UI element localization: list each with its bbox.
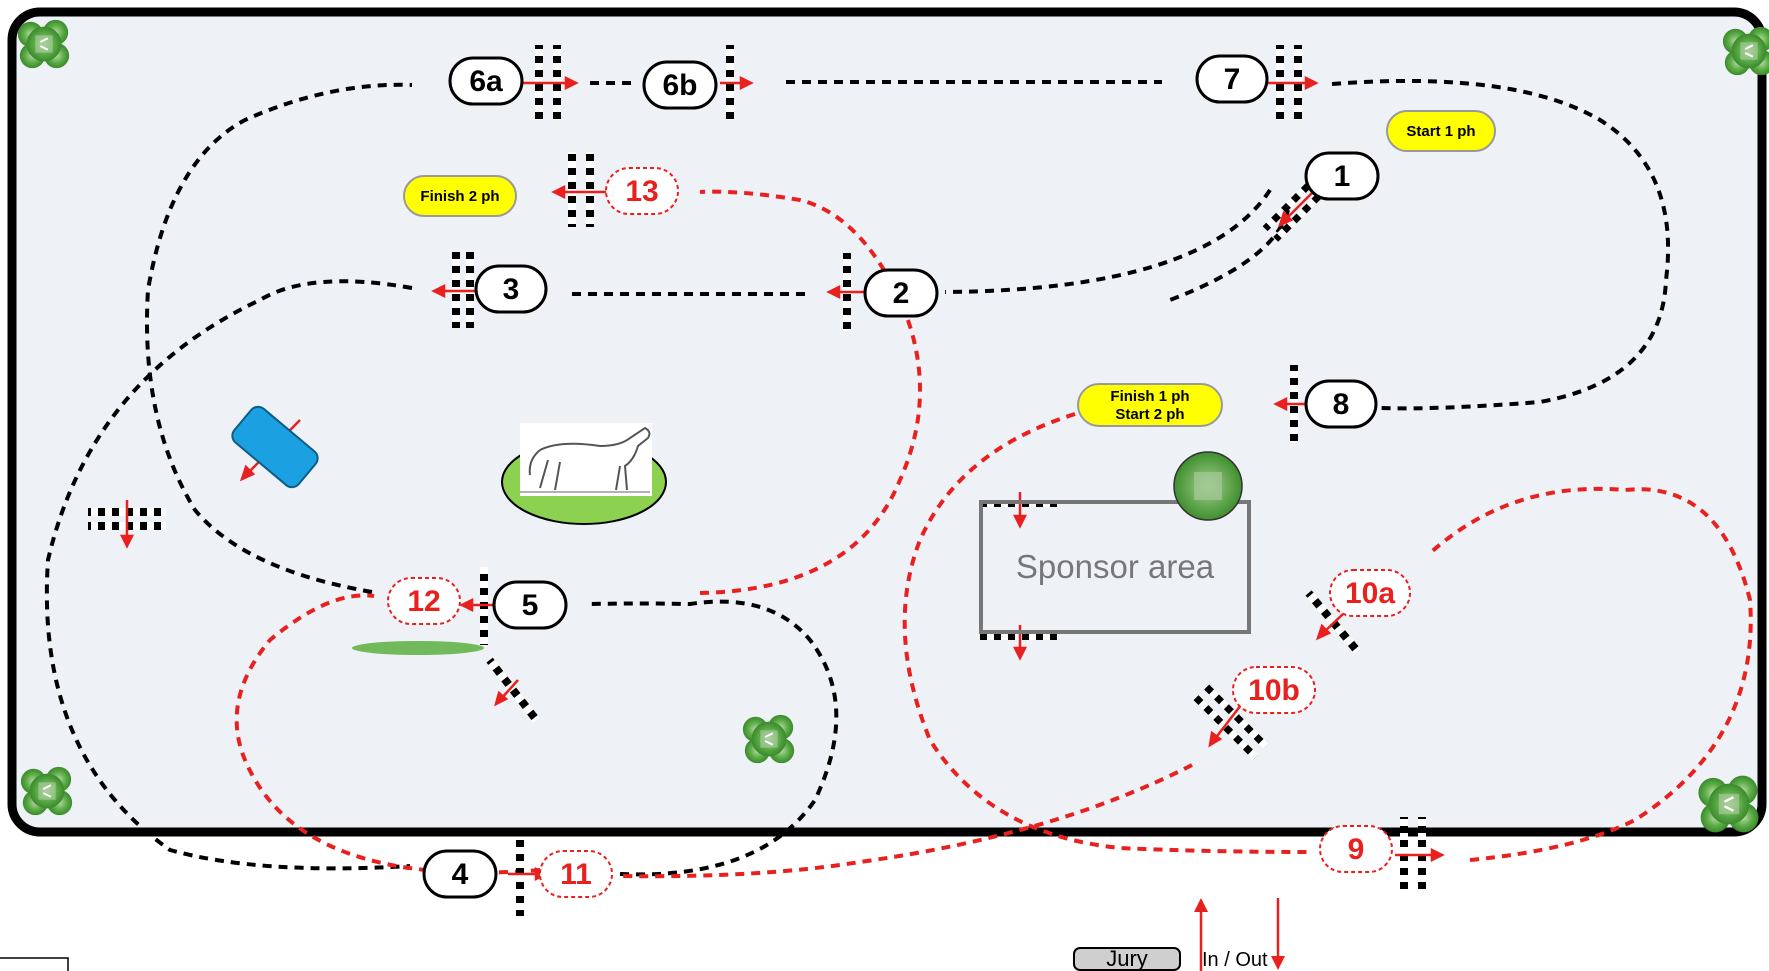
tree-icon (1721, 25, 1769, 77)
jump-6b: 6b (642, 60, 718, 110)
svg-text:3: 3 (503, 273, 520, 306)
svg-text:10a: 10a (1345, 577, 1395, 610)
jump-2: 2 (863, 268, 939, 318)
jump-6a: 6a (448, 56, 524, 106)
jump-13: 13 (605, 167, 679, 215)
corner-box (0, 957, 69, 971)
phase2-path (234, 189, 1753, 879)
start-1-label: Start 1 ph (1386, 110, 1496, 152)
jump-9: 9 (1319, 825, 1393, 873)
svg-text:2: 2 (893, 277, 910, 310)
jump-5: 5 (492, 580, 568, 630)
phase-labels: Start 1 ph Finish 2 ph Finish 1 ph Start… (403, 110, 1496, 427)
in-out-label: In / Out (1202, 949, 1268, 971)
svg-text:9: 9 (1348, 833, 1365, 866)
svg-text:13: 13 (625, 175, 658, 208)
svg-text:Finish 1 ph: Finish 1 ph (1110, 388, 1189, 405)
svg-text:1: 1 (1334, 160, 1351, 193)
finish-1-start-2-label: Finish 1 ph Start 2 ph (1077, 383, 1223, 427)
svg-text:6b: 6b (662, 69, 697, 102)
svg-text:12: 12 (407, 585, 440, 618)
liverpool-icon (352, 641, 484, 655)
jump-10a: 10a (1329, 569, 1411, 617)
svg-text:10b: 10b (1248, 674, 1300, 707)
phase1-path (44, 78, 1671, 877)
jump-12: 12 (387, 577, 461, 625)
jump-4: 4 (422, 849, 498, 899)
jump-1: 1 (1304, 151, 1380, 201)
svg-text:8: 8 (1333, 388, 1350, 421)
jump-11: 11 (539, 850, 613, 898)
jury-label: Jury (1106, 946, 1148, 971)
svg-text:Start 1 ph: Start 1 ph (1406, 123, 1475, 140)
svg-text:5: 5 (522, 589, 539, 622)
finish-2-label: Finish 2 ph (403, 175, 517, 217)
svg-text:4: 4 (452, 858, 469, 891)
sponsor-area-label: Sponsor area (1016, 548, 1215, 585)
svg-text:Start 2 ph: Start 2 ph (1115, 406, 1184, 423)
jump-10b: 10b (1232, 666, 1316, 714)
jump-3: 3 (474, 264, 548, 314)
water-tray-icon (231, 405, 319, 489)
jump-numbers: 6a 6b 7 1 3 2 8 5 (387, 54, 1411, 899)
jump-8: 8 (1304, 379, 1378, 429)
entrance: Jury In / Out (1073, 898, 1285, 971)
svg-text:7: 7 (1224, 63, 1241, 96)
svg-text:Finish 2 ph: Finish 2 ph (420, 188, 499, 205)
horse-icon (501, 423, 667, 525)
svg-text:11: 11 (560, 858, 592, 891)
svg-text:6a: 6a (469, 65, 503, 98)
jump-7: 7 (1195, 54, 1269, 104)
sponsor-area (979, 500, 1251, 634)
